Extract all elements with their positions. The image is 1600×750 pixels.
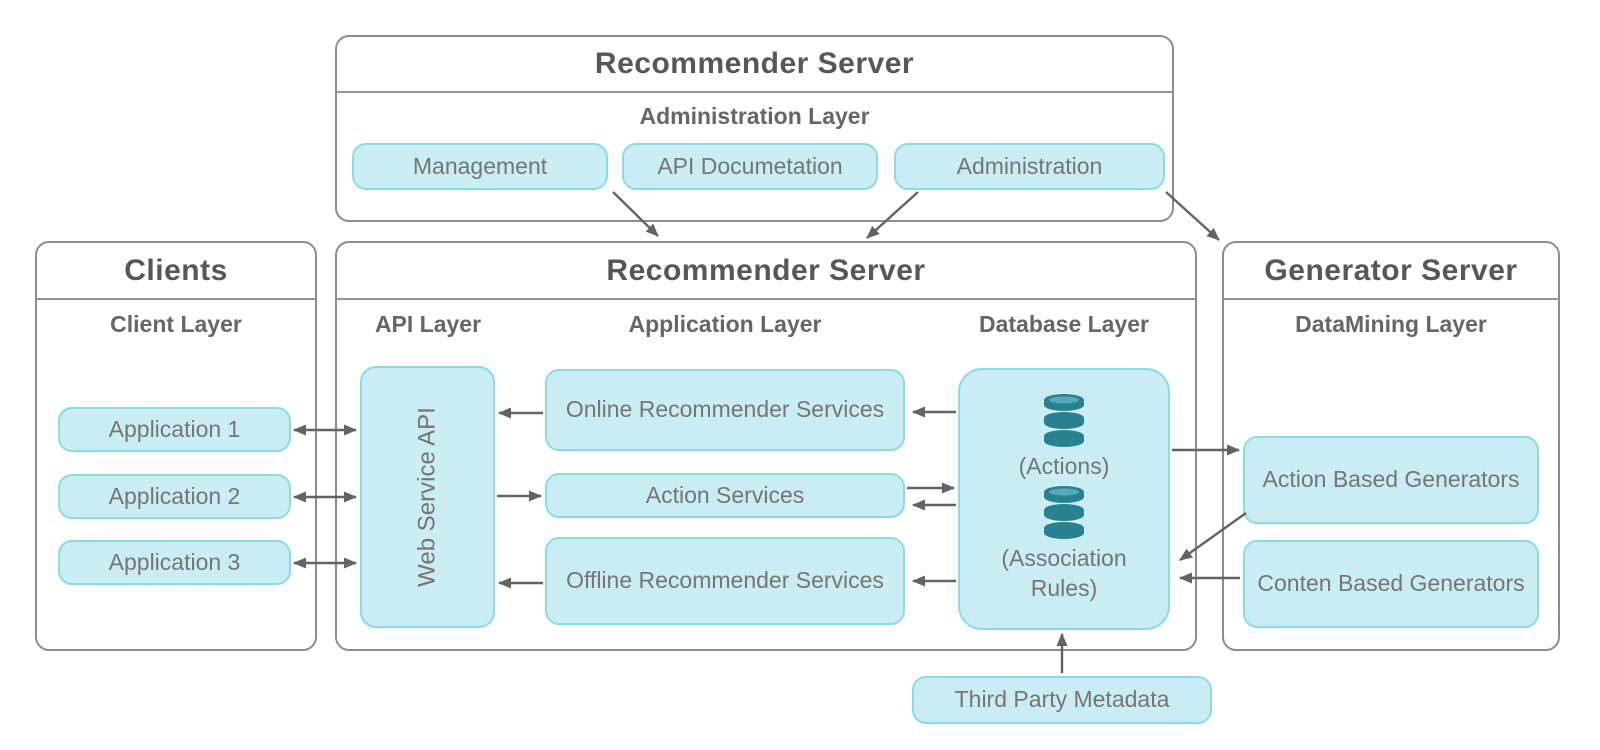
administration-layer-label: Administration Layer xyxy=(639,103,870,129)
recommender-server-box: Recommender Server API Layer Application… xyxy=(335,241,1197,651)
recommender-server-title: Recommender Server xyxy=(337,243,1195,300)
administration-pill: Administration xyxy=(894,143,1165,190)
actions-db-label: (Actions) xyxy=(1018,453,1110,480)
application2-pill: Application 2 xyxy=(58,474,291,519)
action-services-pill: Action Services xyxy=(545,473,905,518)
offline-recommender-services-pill: Offline Recommender Services xyxy=(545,537,905,625)
application-layer-label: Application Layer xyxy=(628,311,822,337)
association-rules-db-label: (Association Rules) xyxy=(1001,545,1127,601)
database-box: (Actions) (Association Rules) xyxy=(958,368,1170,630)
api-documetation-pill: API Documetation xyxy=(622,143,878,190)
client-layer-label: Client Layer xyxy=(110,311,242,337)
clients-title: Clients xyxy=(37,243,315,300)
action-based-generators-pill: Action Based Generators xyxy=(1243,436,1539,524)
generator-server-box: Generator Server DataMining Layer Action… xyxy=(1222,241,1560,651)
conten-based-generators-pill: Conten Based Generators xyxy=(1243,540,1539,628)
web-service-api-label: Web Service API xyxy=(413,407,441,587)
admin-server-box: Recommender Server Administration Layer … xyxy=(335,35,1174,222)
clients-box: Clients Client Layer Application 1 Appli… xyxy=(35,241,317,651)
datamining-layer-label: DataMining Layer xyxy=(1295,311,1487,337)
database-layer-label: Database Layer xyxy=(978,311,1150,337)
application3-pill: Application 3 xyxy=(58,540,291,585)
third-party-metadata-pill: Third Party Metadata xyxy=(912,676,1212,724)
admin-server-title: Recommender Server xyxy=(337,37,1172,93)
database-icon-association-rules xyxy=(1044,486,1084,540)
web-service-api-box: Web Service API xyxy=(360,366,495,628)
generator-server-title: Generator Server xyxy=(1224,243,1558,300)
application1-pill: Application 1 xyxy=(58,407,291,452)
online-recommender-services-pill: Online Recommender Services xyxy=(545,369,905,451)
management-pill: Management xyxy=(352,143,608,190)
api-layer-label: API Layer xyxy=(374,311,482,337)
database-icon-actions xyxy=(1044,394,1084,448)
